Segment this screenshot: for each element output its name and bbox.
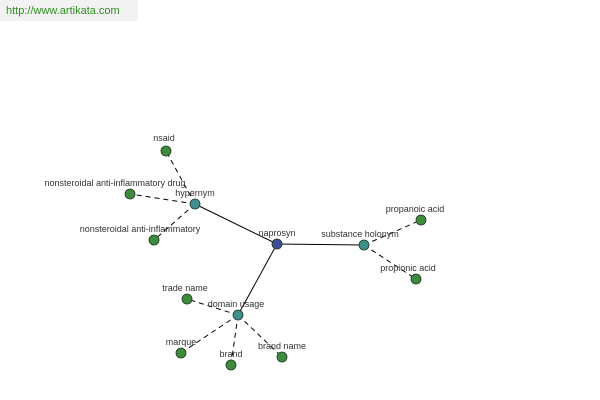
edge-naprosyn-substance-holonym xyxy=(276,243,365,246)
leaf-node-dot[interactable] xyxy=(175,347,187,359)
leaf-node-label[interactable]: nonsteroidal anti-inflammatory xyxy=(80,224,201,234)
leaf-node-label[interactable]: nonsteroidal anti-inflammatory drug xyxy=(44,178,185,188)
relation-node-dot[interactable] xyxy=(232,309,244,321)
relation-node-label[interactable]: substance holonym xyxy=(321,229,399,239)
relation-node-label[interactable]: domain usage xyxy=(208,299,265,309)
center-node-naprosyn[interactable]: naprosyn xyxy=(258,228,296,250)
relation-node-dot[interactable] xyxy=(189,198,201,210)
leaf-node-dot[interactable] xyxy=(124,188,136,200)
leaf-node-trade-name[interactable]: trade name xyxy=(162,283,208,305)
edge-domain-usage-brand-name xyxy=(237,314,283,358)
relation-node-dot[interactable] xyxy=(358,239,370,251)
leaf-node-dot[interactable] xyxy=(148,234,160,246)
leaf-node-dot[interactable] xyxy=(181,293,193,305)
leaf-node-label[interactable]: nsaid xyxy=(153,133,175,143)
leaf-node-dot[interactable] xyxy=(276,351,288,363)
relation-node-substance-holonym[interactable]: substance holonym xyxy=(321,229,399,251)
leaf-node-dot[interactable] xyxy=(160,145,172,157)
center-node-dot[interactable] xyxy=(271,238,283,250)
site-link[interactable]: http://www.artikata.com xyxy=(6,5,120,17)
edge-hypernym-nsaid-drug xyxy=(129,193,196,205)
leaf-node-marque[interactable]: marque xyxy=(166,337,197,359)
edge-hypernym-nsaid xyxy=(165,150,196,205)
relation-node-label[interactable]: hypernym xyxy=(175,188,215,198)
relation-node-domain-usage[interactable]: domain usage xyxy=(208,299,265,321)
leaf-node-label[interactable]: trade name xyxy=(162,283,208,293)
edge-naprosyn-domain-usage xyxy=(237,243,278,316)
leaf-node-label[interactable]: marque xyxy=(166,337,197,347)
edge-substance-holonym-propanoic-acid xyxy=(363,219,422,246)
leaf-node-label[interactable]: propionic acid xyxy=(380,263,436,273)
leaf-node-label[interactable]: brand name xyxy=(258,341,306,351)
leaf-node-nsaid-short[interactable]: nonsteroidal anti-inflammatory xyxy=(80,224,201,246)
leaf-node-label[interactable]: brand xyxy=(219,349,242,359)
leaf-node-nsaid[interactable]: nsaid xyxy=(153,133,175,157)
leaf-node-dot[interactable] xyxy=(225,359,237,371)
leaf-node-label[interactable]: propanoic acid xyxy=(386,204,445,214)
relation-node-hypernym[interactable]: hypernym xyxy=(175,188,215,210)
graph-nodes: naprosyn hypernym nsaid nonsteroidal anti-i… xyxy=(44,133,445,371)
leaf-node-propionic-acid[interactable]: propionic acid xyxy=(380,263,436,285)
edge-hypernym-nsaid-short xyxy=(153,203,196,241)
edge-domain-usage-marque xyxy=(180,314,239,354)
leaf-node-brand-name[interactable]: brand name xyxy=(258,341,306,363)
graph-edges xyxy=(129,150,422,366)
site-banner: http://www.artikata.com xyxy=(0,0,138,21)
center-node-label[interactable]: naprosyn xyxy=(258,228,295,238)
leaf-node-propanoic-acid[interactable]: propanoic acid xyxy=(386,204,445,226)
leaf-node-nsaid-drug[interactable]: nonsteroidal anti-inflammatory drug xyxy=(44,178,186,200)
edge-naprosyn-hypernym xyxy=(194,203,278,245)
leaf-node-dot[interactable] xyxy=(410,273,422,285)
leaf-node-brand[interactable]: brand xyxy=(219,349,243,371)
edge-substance-holonym-propionic-acid xyxy=(363,244,417,280)
leaf-node-dot[interactable] xyxy=(415,214,427,226)
